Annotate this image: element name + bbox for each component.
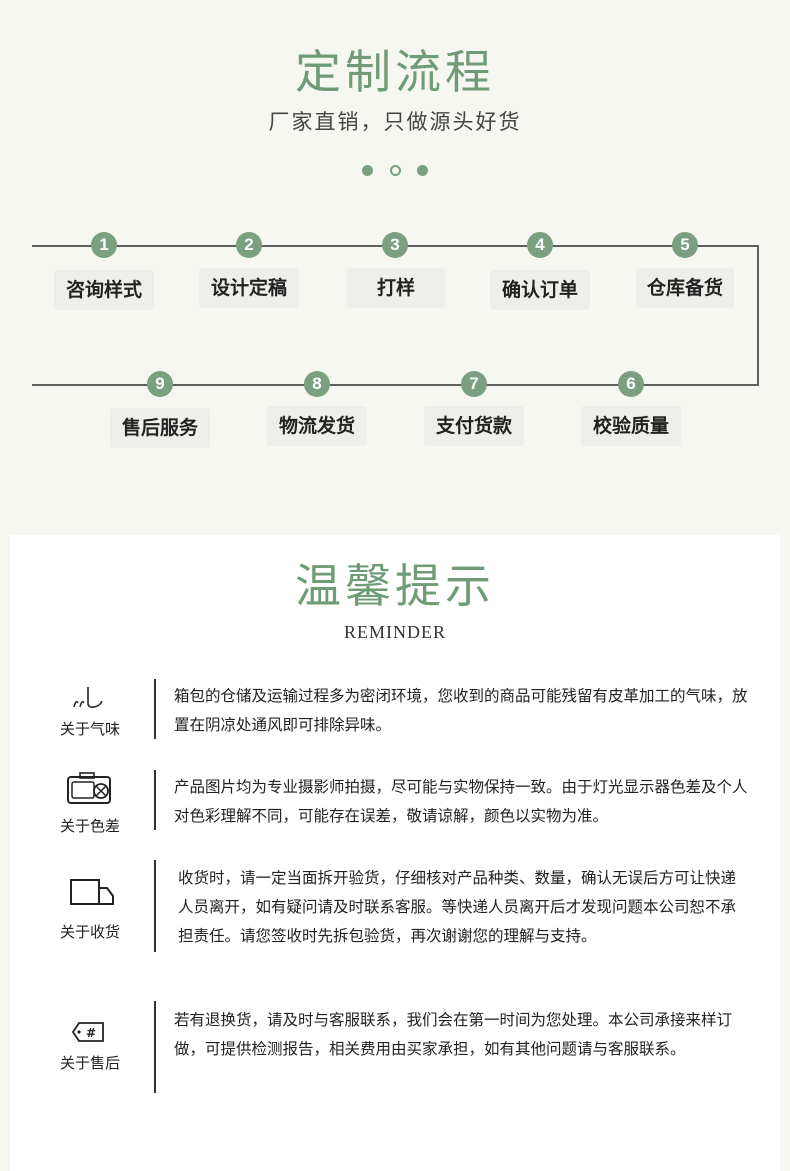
step-stock: 仓库备货 [636, 268, 734, 308]
tip-label-aftersale: 关于售后 [59, 1054, 120, 1072]
carousel-dots [362, 165, 432, 179]
dot-icon[interactable] [362, 165, 373, 176]
step-shipping: 物流发货 [267, 406, 367, 446]
tip-divider [154, 1001, 156, 1093]
step-number: 3 [382, 232, 408, 258]
process-title: 定制流程 [295, 47, 495, 98]
tip-divider [154, 860, 156, 952]
step-payment: 支付货款 [424, 406, 524, 446]
tag-icon: # [71, 1021, 105, 1048]
reminder-section [10, 535, 780, 1171]
svg-text:#: # [86, 1026, 96, 1040]
step-number: 7 [461, 371, 487, 397]
tip-label-smell: 关于气味 [59, 720, 120, 738]
reminder-subtitle: REMINDER [344, 622, 446, 642]
step-consult: 咨询样式 [54, 270, 154, 310]
tip-text-receiving: 收货时，请一定当面拆开验货，仔细核对产品种类、数量，确认无误后方可让快递人员离开… [178, 869, 737, 945]
reminder-title: 温馨提示 [295, 561, 495, 612]
step-number: 4 [527, 232, 553, 258]
tip-text-color: 产品图片均为专业摄影师拍摄，尽可能与实物保持一致。由于灯光显示器色差及个人对色彩… [174, 778, 748, 825]
truck-icon [69, 878, 115, 913]
process-subtitle: 厂家直销，只做源头好货 [268, 110, 522, 134]
step-number: 9 [147, 371, 173, 397]
step-number: 2 [236, 232, 262, 258]
camera-icon [66, 771, 112, 810]
tip-label-color: 关于色差 [59, 817, 120, 835]
dot-icon[interactable] [390, 165, 401, 176]
step-number: 1 [91, 232, 117, 258]
step-number: 8 [304, 371, 330, 397]
step-design: 设计定稿 [199, 268, 299, 308]
step-quality: 校验质量 [581, 406, 681, 446]
flow-line-bottom [32, 384, 759, 386]
flow-line-right [757, 245, 759, 386]
tip-text-aftersale: 若有退换货，请及时与客服联系，我们会在第一时间为您处理。本公司承接来样订做，可提… [174, 1011, 733, 1058]
smell-icon [72, 683, 106, 714]
step-number: 5 [672, 232, 698, 258]
tip-text-smell: 箱包的仓储及运输过程多为密闭环境，您收到的商品可能残留有皮革加工的气味，放置在阴… [174, 687, 748, 734]
tip-divider [154, 679, 156, 739]
step-aftersale: 售后服务 [110, 408, 210, 448]
dot-icon[interactable] [417, 165, 428, 176]
step-sample: 打样 [347, 268, 445, 308]
tip-label-receiving: 关于收货 [59, 923, 120, 941]
tip-divider [154, 770, 156, 830]
step-number: 6 [618, 371, 644, 397]
step-confirm: 确认订单 [490, 270, 590, 310]
